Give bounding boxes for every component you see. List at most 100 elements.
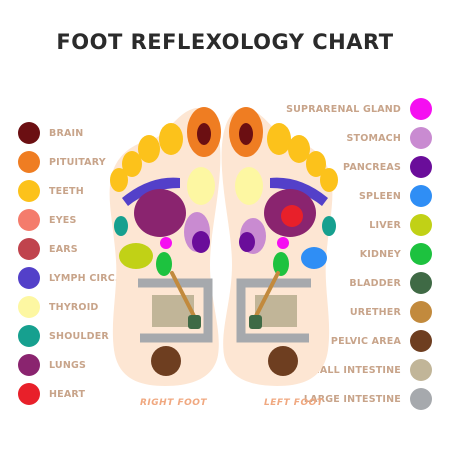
left-toe-5 — [320, 168, 338, 192]
legend-item-liver: LIVER — [369, 214, 432, 236]
legend-item-brain: BRAIN — [18, 122, 83, 144]
left-kidney-zone — [273, 252, 289, 276]
legend-label: SMALL INTESTINE — [303, 364, 401, 376]
right-pelvic-zone — [151, 346, 181, 376]
right-brain-zone — [197, 123, 211, 145]
lungs-swatch — [18, 354, 40, 376]
right-liver-zone — [119, 243, 153, 269]
legend-label: HEART — [49, 388, 86, 400]
legend-label: EYES — [49, 214, 77, 226]
left-toe-4 — [306, 151, 326, 177]
legend-item-ears: EARS — [18, 238, 78, 260]
legend-item-suprarenal: SUPRARENAL GLAND — [286, 98, 432, 120]
legend-item-shoulder: SHOULDER — [18, 325, 109, 347]
pituitary-swatch — [18, 151, 40, 173]
legend-item-kidney: KIDNEY — [360, 243, 432, 265]
legend-label: THYROID — [49, 301, 99, 313]
legend-label: STOMACH — [346, 132, 401, 144]
spleen-swatch — [410, 185, 432, 207]
right-toe-3 — [138, 135, 160, 163]
legend-label: PITUITARY — [49, 156, 106, 168]
left-pelvic-zone — [268, 346, 298, 376]
left-urether-zone — [253, 271, 280, 320]
left-thyroid-zone — [235, 167, 263, 205]
legend-item-heart: HEART — [18, 383, 85, 405]
legend-label: SUPRARENAL GLAND — [286, 103, 401, 115]
legend-label: TEETH — [49, 185, 84, 197]
left-foot — [221, 107, 338, 386]
pancreas-swatch — [410, 156, 432, 178]
right-toe-5 — [110, 168, 128, 192]
right-shoulder-zone — [114, 216, 128, 236]
pelvic-area-swatch — [410, 330, 432, 352]
left-toe-3 — [288, 135, 310, 163]
left-pancreas-zone — [239, 232, 255, 252]
left-heart-zone — [281, 205, 303, 227]
small-intestine-swatch — [410, 359, 432, 381]
heart-swatch — [18, 383, 40, 405]
legend-label: BRAIN — [49, 127, 84, 139]
lymph-circ-swatch — [18, 267, 40, 289]
left-large-intestine-zone — [236, 278, 311, 343]
suprarenal-gland-swatch — [410, 98, 432, 120]
legend-label: LUNGS — [49, 359, 87, 371]
legend-item-thyroid: THYROID — [18, 296, 99, 318]
legend-item-small-intestine: SMALL INTESTINE — [303, 359, 432, 381]
left-suprarenal-zone — [277, 237, 289, 249]
large-intestine-swatch — [410, 388, 432, 410]
right-pancreas-zone — [192, 231, 210, 253]
shoulder-swatch — [18, 325, 40, 347]
legend-item-pituitary: PITUITARY — [18, 151, 106, 173]
legend-label: SPLEEN — [359, 190, 401, 202]
legend-label: PELVIC AREA — [330, 335, 401, 347]
right-foot-label: RIGHT FOOT — [140, 398, 208, 408]
left-brain-zone — [239, 123, 253, 145]
urether-swatch — [410, 301, 432, 323]
right-foot — [109, 107, 221, 386]
legend-item-large-intestine: LARGE INTESTINE — [304, 388, 432, 410]
right-urether-zone — [170, 271, 197, 320]
teeth-swatch — [18, 180, 40, 202]
liver-swatch — [410, 214, 432, 236]
legend-item-bladder: BLADDER — [349, 272, 432, 294]
chart-title: FOOT REFLEXOLOGY CHART — [56, 30, 394, 54]
right-toe-2 — [159, 123, 183, 155]
right-kidney-zone — [156, 252, 172, 276]
right-toe-4 — [122, 151, 142, 177]
kidney-swatch — [410, 243, 432, 265]
stomach-swatch — [410, 127, 432, 149]
right-lungs-zone — [134, 189, 186, 237]
ears-swatch — [18, 238, 40, 260]
legend-item-lymph: LYMPH CIRC. — [18, 267, 119, 289]
left-toe-2 — [267, 123, 291, 155]
legend-item-teeth: TEETH — [18, 180, 84, 202]
legend-item-lungs: LUNGS — [18, 354, 86, 376]
legend-item-urether: URETHER — [350, 301, 432, 323]
legend-label: BLADDER — [349, 277, 401, 289]
right-thyroid-zone — [187, 167, 215, 205]
legend-label: URETHER — [349, 306, 401, 318]
right-large-intestine-zone — [138, 278, 213, 343]
brain-swatch — [18, 122, 40, 144]
legend-label: LYMPH CIRC. — [49, 272, 119, 284]
eyes-swatch — [18, 209, 40, 231]
legend-item-stomach: STOMACH — [346, 127, 432, 149]
right-bladder-zone — [188, 315, 201, 329]
legend-label: EARS — [49, 243, 78, 255]
legend-item-pancreas: PANCREAS — [343, 156, 432, 178]
legend-item-spleen: SPLEEN — [359, 185, 432, 207]
legend-item-eyes: EYES — [18, 209, 77, 231]
left-spleen-zone — [301, 247, 327, 269]
left-foot-label: LEFT FOOT — [264, 398, 324, 408]
left-bladder-zone — [249, 315, 262, 329]
legend-label: KIDNEY — [359, 248, 401, 260]
legend-label: SHOULDER — [49, 330, 109, 342]
legend-label: LIVER — [369, 219, 401, 231]
left-shoulder-zone — [322, 216, 336, 236]
bladder-swatch — [410, 272, 432, 294]
legend-label: LARGE INTESTINE — [303, 393, 401, 405]
thyroid-swatch — [18, 296, 40, 318]
legend-label: PANCREAS — [343, 161, 401, 173]
legend-item-pelvic: PELVIC AREA — [331, 330, 432, 352]
